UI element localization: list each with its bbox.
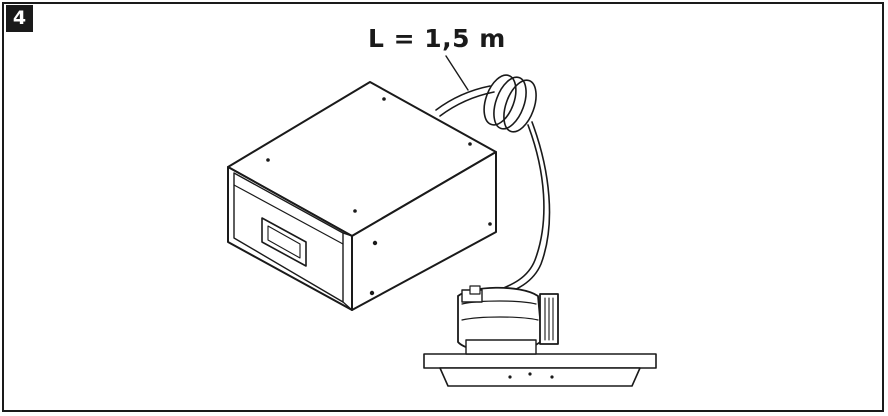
compressor-unit <box>423 285 657 387</box>
step-number-badge: 4 <box>6 5 33 32</box>
drawer-screws <box>266 97 492 296</box>
cable-length-label: L = 1,5 m <box>368 24 506 53</box>
drawer-unit <box>227 81 497 311</box>
compressor-foot <box>465 339 537 355</box>
refrigerant-line <box>435 74 551 298</box>
compressor-base-plate <box>423 353 657 369</box>
label-leader-line <box>445 55 469 91</box>
